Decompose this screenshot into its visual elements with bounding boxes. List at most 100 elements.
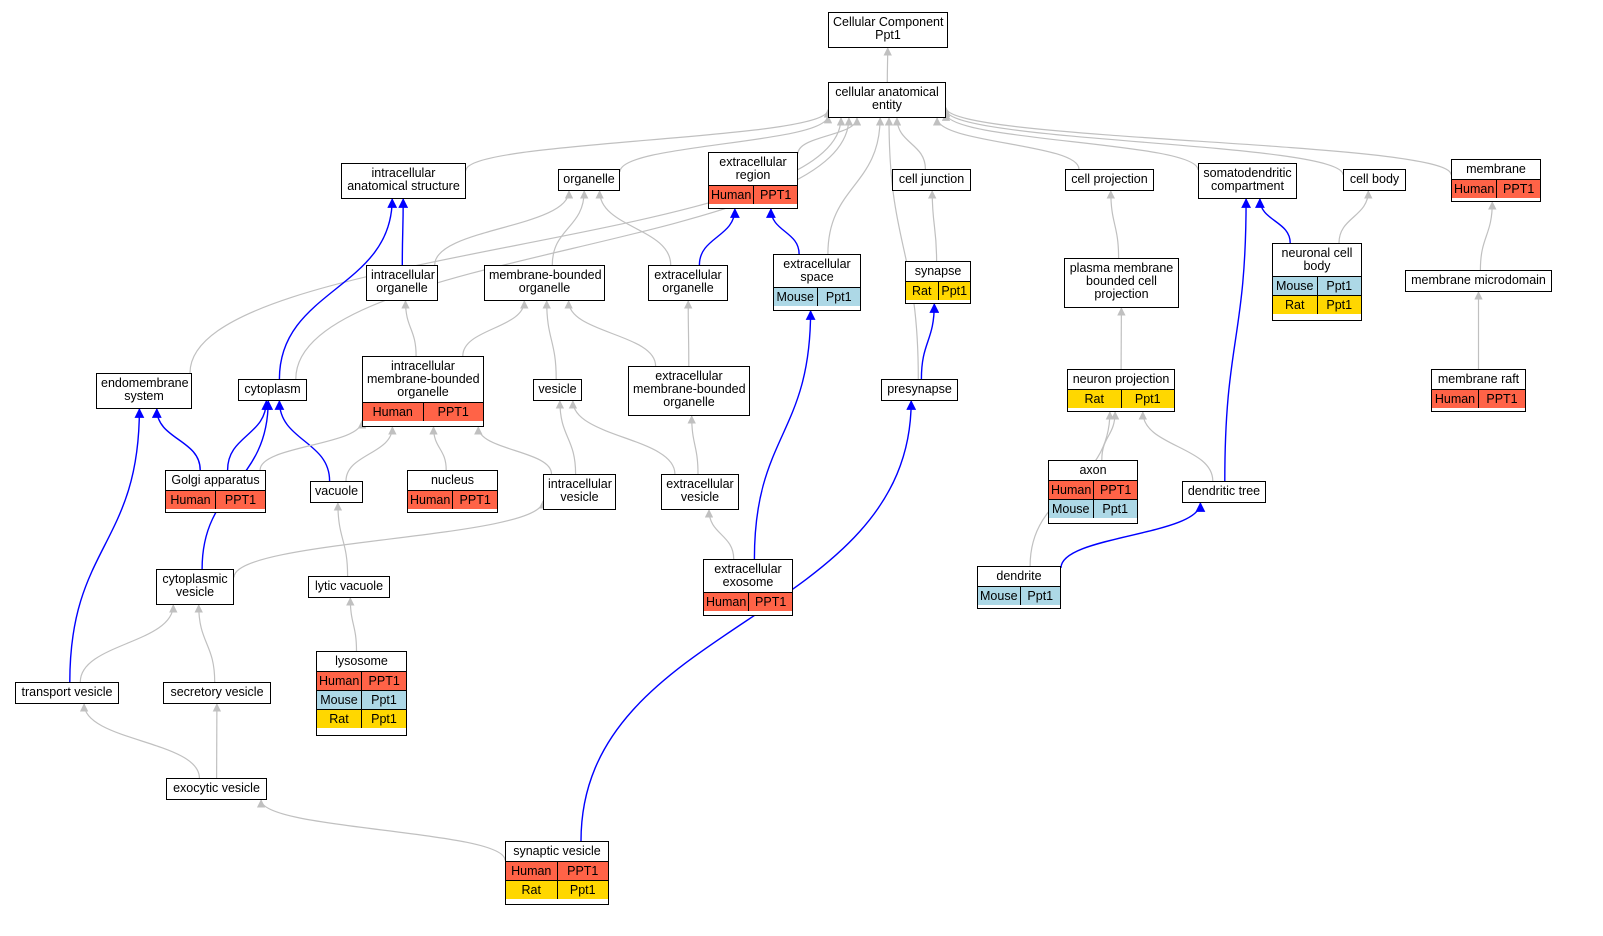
edge-presyn-to-synapse: [920, 303, 940, 380]
node-label: lytic vacuole: [309, 577, 389, 596]
node-label: synapse: [906, 262, 970, 281]
node-label-line: organelle: [376, 281, 428, 295]
node-label-line: lytic vacuole: [314, 579, 384, 593]
node-cj[interactable]: cell junction: [892, 169, 971, 191]
node-cyto[interactable]: cytoplasm: [238, 379, 307, 401]
node-label-line: vesicle: [175, 585, 215, 599]
edge-nucleus-to-imbo: [429, 426, 447, 471]
node-label: synaptic vesicle: [506, 842, 608, 861]
node-tv[interactable]: transport vesicle: [15, 682, 119, 704]
edge-sdc-to-cae: [941, 112, 1199, 171]
node-cp[interactable]: cell projection: [1065, 169, 1154, 191]
node-exv[interactable]: exocytic vesicle: [166, 778, 267, 800]
node-label-line: intracellular: [391, 359, 455, 373]
node-label-line: extracellular: [655, 369, 723, 383]
node-dt[interactable]: dendritic tree: [1182, 481, 1266, 503]
node-lv[interactable]: lytic vacuole: [308, 576, 390, 598]
node-label-line: organelle: [563, 172, 615, 186]
species-name: Human: [1051, 483, 1092, 497]
node-mm[interactable]: membrane microdomain: [1405, 270, 1552, 292]
edge-presyn-to-cae: [884, 117, 919, 380]
node-label-line: membrane: [1466, 162, 1526, 176]
node-label-line: membrane raft: [1437, 372, 1520, 386]
gene-symbol: PPT1: [215, 491, 265, 509]
species-name: Mouse: [1275, 279, 1314, 293]
edge-exv-to-tv: [79, 703, 200, 779]
node-label-line: somatodendritic: [1203, 166, 1292, 180]
node-presyn[interactable]: presynapse: [881, 379, 958, 401]
node-label-line: membrane-bounded: [367, 372, 480, 386]
edge-imbo-to-mbo: [462, 300, 529, 357]
node-vesicle[interactable]: vesicle: [533, 379, 582, 401]
node-label: cell projection: [1066, 170, 1153, 189]
edge-es-to-cae: [827, 117, 885, 255]
species-name: Rat: [1084, 392, 1104, 406]
node-vacuole[interactable]: vacuole: [310, 481, 363, 503]
edge-ias-to-cae: [465, 109, 833, 171]
node-label-line: extracellular: [666, 477, 734, 491]
edge-golgi-to-imbo: [259, 420, 367, 471]
node-cb[interactable]: cell body: [1343, 169, 1406, 191]
node-label: secretory vesicle: [164, 683, 270, 702]
node-organelle[interactable]: organelle: [558, 169, 620, 191]
edge-axon-to-np: [1101, 411, 1120, 461]
node-label-line: nucleus: [430, 473, 475, 487]
node-label: membrane raft: [1432, 370, 1525, 389]
node-label-line: bounded cell: [1086, 274, 1157, 288]
node-label-line: membrane microdomain: [1411, 273, 1546, 287]
node-label-line: region: [735, 168, 771, 182]
node-sv[interactable]: secretory vesicle: [163, 682, 271, 704]
edge-embo-to-eo: [684, 300, 693, 367]
node-label-line: membrane-bounded: [489, 268, 602, 282]
edge-cyto-to-ias: [278, 198, 398, 380]
node-label-line: exocytic vesicle: [173, 781, 260, 795]
edge-eo-to-er: [698, 208, 740, 266]
edge-tv-to-ems: [69, 408, 145, 683]
gene-symbol: PPT1: [748, 593, 792, 611]
gene-symbol: PPT1: [422, 403, 484, 421]
edge-iv-to-imbo: [474, 426, 553, 475]
gene-symbol: Ppt1: [1316, 296, 1362, 314]
node-label: dendritic tree: [1183, 482, 1265, 501]
node-label-line: endomembrane: [101, 376, 189, 390]
